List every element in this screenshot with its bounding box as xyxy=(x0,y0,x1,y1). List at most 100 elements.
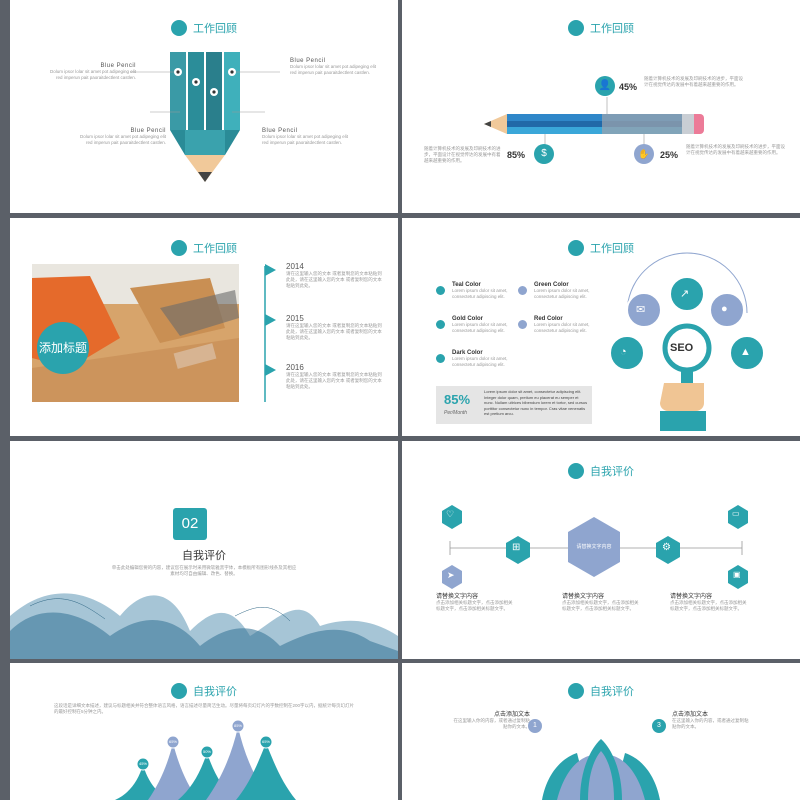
column-heading: 请替换文字内容 xyxy=(670,594,713,600)
slide-7[interactable]: 自我评价 这段话是详细文本描述，建议与标题相关并符合整体语言风格，语言描述尽量简… xyxy=(10,663,398,800)
legend-item: Teal Color Lorem ipsum dolor sit amet, c… xyxy=(436,282,516,300)
hexagon-timeline xyxy=(442,505,748,589)
info-column: 请替换文字内容 点击添加相关标题文字，点击添加相关标题文字，点击添加相关标题文字… xyxy=(562,591,642,612)
legend-item: Dark Color Lorem ipsum dolor sit amet, c… xyxy=(436,350,516,368)
timeline-year: 2015 xyxy=(286,314,304,323)
cursor-icon: ➤ xyxy=(447,570,455,580)
info-column: 请替换文字内容 点击添加相关标题文字，点击添加相关标题文字，点击添加相关标题文字… xyxy=(436,591,516,612)
slide-title: 工作回顾 xyxy=(402,240,800,256)
callout-bottom-left: Blue Pencil Dolum ipsor lolar sit amet p… xyxy=(76,128,166,146)
bulb-icon: ● xyxy=(721,303,728,315)
slide-title: 工作回顾 xyxy=(10,240,398,256)
slide-3[interactable]: 工作回顾 添加标题 2014 请在这里输入您的文本 或者复制您的文本粘贴到此处，… xyxy=(10,218,398,436)
callout-label: Blue Pencil xyxy=(290,58,326,64)
legend-text: Lorem ipsum dolor sit amet, consectetur … xyxy=(452,356,508,367)
legend-dot-icon xyxy=(436,320,445,329)
gift-icon: ⊞ xyxy=(512,542,521,553)
slide-title: 自我评价 xyxy=(402,463,800,479)
peak-label: 50% xyxy=(202,749,211,754)
column-text: 点击添加相关标题文字，点击添加相关标题文字，点击添加相关标题文字。 xyxy=(670,600,747,611)
callout-label: Blue Pencil xyxy=(100,63,136,69)
slide-8[interactable]: 自我评价 点击添加文本 在这里输入你的内容，或者通过复制粘贴你的文本。 1 3 … xyxy=(402,663,800,800)
seo-label: SEO xyxy=(670,342,694,354)
slide-4[interactable]: 工作回顾 Teal Color Lorem ipsum dolor sit am… xyxy=(402,218,800,436)
right-text-block: 点击添加文本 在这里输入你的内容，或者通过复制粘贴你的文本。 xyxy=(672,709,752,730)
legend-item: Gold Color Lorem ipsum dolor sit amet, c… xyxy=(436,316,516,334)
slide-title: 自我评价 xyxy=(402,683,800,699)
peak-label: 85% xyxy=(233,723,242,728)
step-number: 3 xyxy=(652,719,666,733)
peak-label: 65% xyxy=(168,739,177,744)
timeline-year: 2016 xyxy=(286,363,304,372)
title-dot-icon xyxy=(568,20,584,36)
center-label: 请替换文字内容 xyxy=(576,544,612,550)
column-heading: 请替换文字内容 xyxy=(436,594,479,600)
legend-text: Lorem ipsum dolor sit amet, consectetur … xyxy=(534,322,590,333)
stat-unit: Per/Month xyxy=(444,410,468,416)
heart-icon: ♡ xyxy=(446,509,455,519)
legend-label: Gold Color xyxy=(452,316,483,322)
callout-text: Dolum ipsor lolar sit amet pot adipeging… xyxy=(49,69,136,80)
title-dot-icon xyxy=(568,240,584,256)
slide-5[interactable]: 02 自我评价 单击此处编辑您要的内容，建议您在展示时采用微软雅黑字体，本模板所… xyxy=(10,441,398,659)
callout-top-left: Blue Pencil Dolum ipsor lolar sit amet p… xyxy=(46,63,136,81)
money-icon: $ xyxy=(534,144,554,164)
legend-item: Red Color Lorem ipsum dolor sit amet, co… xyxy=(518,316,598,334)
block-text: 在这里输入你的内容，或者通过复制粘贴你的文本。 xyxy=(672,718,749,729)
title-badge: 添加标题 xyxy=(37,322,89,374)
pencil-progress-graphic xyxy=(484,97,704,148)
body-text: 这段话是详细文本描述，建议与标题相关并符合整体语言风格，语言描述尽量简洁生动。尽… xyxy=(54,703,355,714)
callout-bottom-right: Blue Pencil Dolum ipsor lolar sit amet p… xyxy=(262,128,352,146)
percent-label: 25% xyxy=(660,150,679,160)
block-heading: 点击添加文本 xyxy=(493,712,530,718)
legend-text: Lorem ipsum dolor sit amet, consectetur … xyxy=(452,288,508,299)
lotus-graphic xyxy=(542,739,660,800)
peak-label: 45% xyxy=(138,761,147,766)
legend-text: Lorem ipsum dolor sit amet, consectetur … xyxy=(534,288,590,299)
section-text: 单击此处编辑您要的内容，建议您在展示时采用微软雅黑字体，本模板所有图形线条及其相… xyxy=(111,565,297,576)
legend-dot-icon xyxy=(436,354,445,363)
legend-text: Lorem ipsum dolor sit amet, consectetur … xyxy=(452,322,508,333)
block-text: 在这里输入你的内容，或者通过复制粘贴你的文本。 xyxy=(453,718,531,729)
legend-label: Teal Color xyxy=(452,282,481,288)
percent-text: 随着计算机技术的发展及印刷技术的进步，平面设计在视觉传达的发展中有着越来越重要的… xyxy=(686,144,785,155)
desk-photo xyxy=(32,264,239,402)
chart-icon: ↗ xyxy=(680,288,690,300)
timeline-text: 请在这里输入您的文本 或者复制您的文本粘贴到此处，请在这里输入您的文本 或者复制… xyxy=(286,271,382,288)
graduation-cap-icon: ▲ xyxy=(740,346,751,358)
legend-label: Red Color xyxy=(534,316,563,322)
step-number: 1 xyxy=(528,719,542,733)
slide-title: 工作回顾 xyxy=(10,20,398,36)
slide-6[interactable]: 自我评价 ♡ ⊞ ⚙ ▭ ➤ ▣ 请替换文字内容 请替换文字内容 点击添加相关标… xyxy=(402,441,800,659)
legend-dot-icon xyxy=(436,286,445,295)
slide-title: 工作回顾 xyxy=(402,20,800,36)
title-dot-icon xyxy=(171,683,187,699)
legend-label: Dark Color xyxy=(452,350,483,356)
legend-dot-icon xyxy=(518,286,527,295)
legend-item: Green Color Lorem ipsum dolor sit amet, … xyxy=(518,282,598,300)
callout-text: Dolum ipsor lolar sit amet pot adipeging… xyxy=(290,64,377,75)
peak-label: 65% xyxy=(261,739,270,744)
timeline-text: 请在这里输入您的文本 或者复制您的文本粘贴到此处，请在这里输入您的文本 或者复制… xyxy=(286,372,382,389)
callout-label: Blue Pencil xyxy=(130,128,166,134)
legend-dot-icon xyxy=(518,320,527,329)
timeline-item: 2014 请在这里输入您的文本 或者复制您的文本粘贴到此处，请在这里输入您的文本… xyxy=(286,262,386,289)
seo-graphic xyxy=(609,252,765,431)
slide-1[interactable]: 工作回顾 Blue Pencil Dolum ipsor lolar sit a… xyxy=(10,0,398,213)
message-icon: ▭ xyxy=(732,509,740,518)
pencil-graphic xyxy=(130,52,280,182)
stat-text: Lorem ipsum dolor sit amet, consectetur … xyxy=(484,389,588,416)
column-text: 点击添加相关标题文字，点击添加相关标题文字，点击添加相关标题文字。 xyxy=(562,600,639,611)
title-dot-icon xyxy=(568,683,584,699)
callout-text: Dolum ipsor lolar sit amet pot adipeging… xyxy=(262,134,349,145)
block-heading: 点击添加文本 xyxy=(672,712,709,718)
callout-text: Dolum ipsor lolar sit amet pot adipeging… xyxy=(79,134,166,145)
slide-2[interactable]: 工作回顾 👤 45% 随着计算机技术的发展及印刷技术的进步，平面设计在视觉传达的… xyxy=(402,0,800,213)
percent-text: 随着计算机技术的发展及印刷技术的进步，平面设计在视觉传达的发展中有着越来越重要的… xyxy=(424,146,501,163)
timeline-text: 请在这里输入您的文本 或者复制您的文本粘贴到此处，请在这里输入您的文本 或者复制… xyxy=(286,323,382,340)
percent-text: 随着计算机技术的发展及印刷技术的进步，平面设计在视觉传达的发展中有着越来越重要的… xyxy=(644,76,743,87)
column-text: 点击添加相关标题文字，点击添加相关标题文字，点击添加相关标题文字。 xyxy=(436,600,513,611)
column-heading: 请替换文字内容 xyxy=(562,594,605,600)
percent-label: 45% xyxy=(619,82,638,92)
percent-label: 85% xyxy=(507,150,526,160)
